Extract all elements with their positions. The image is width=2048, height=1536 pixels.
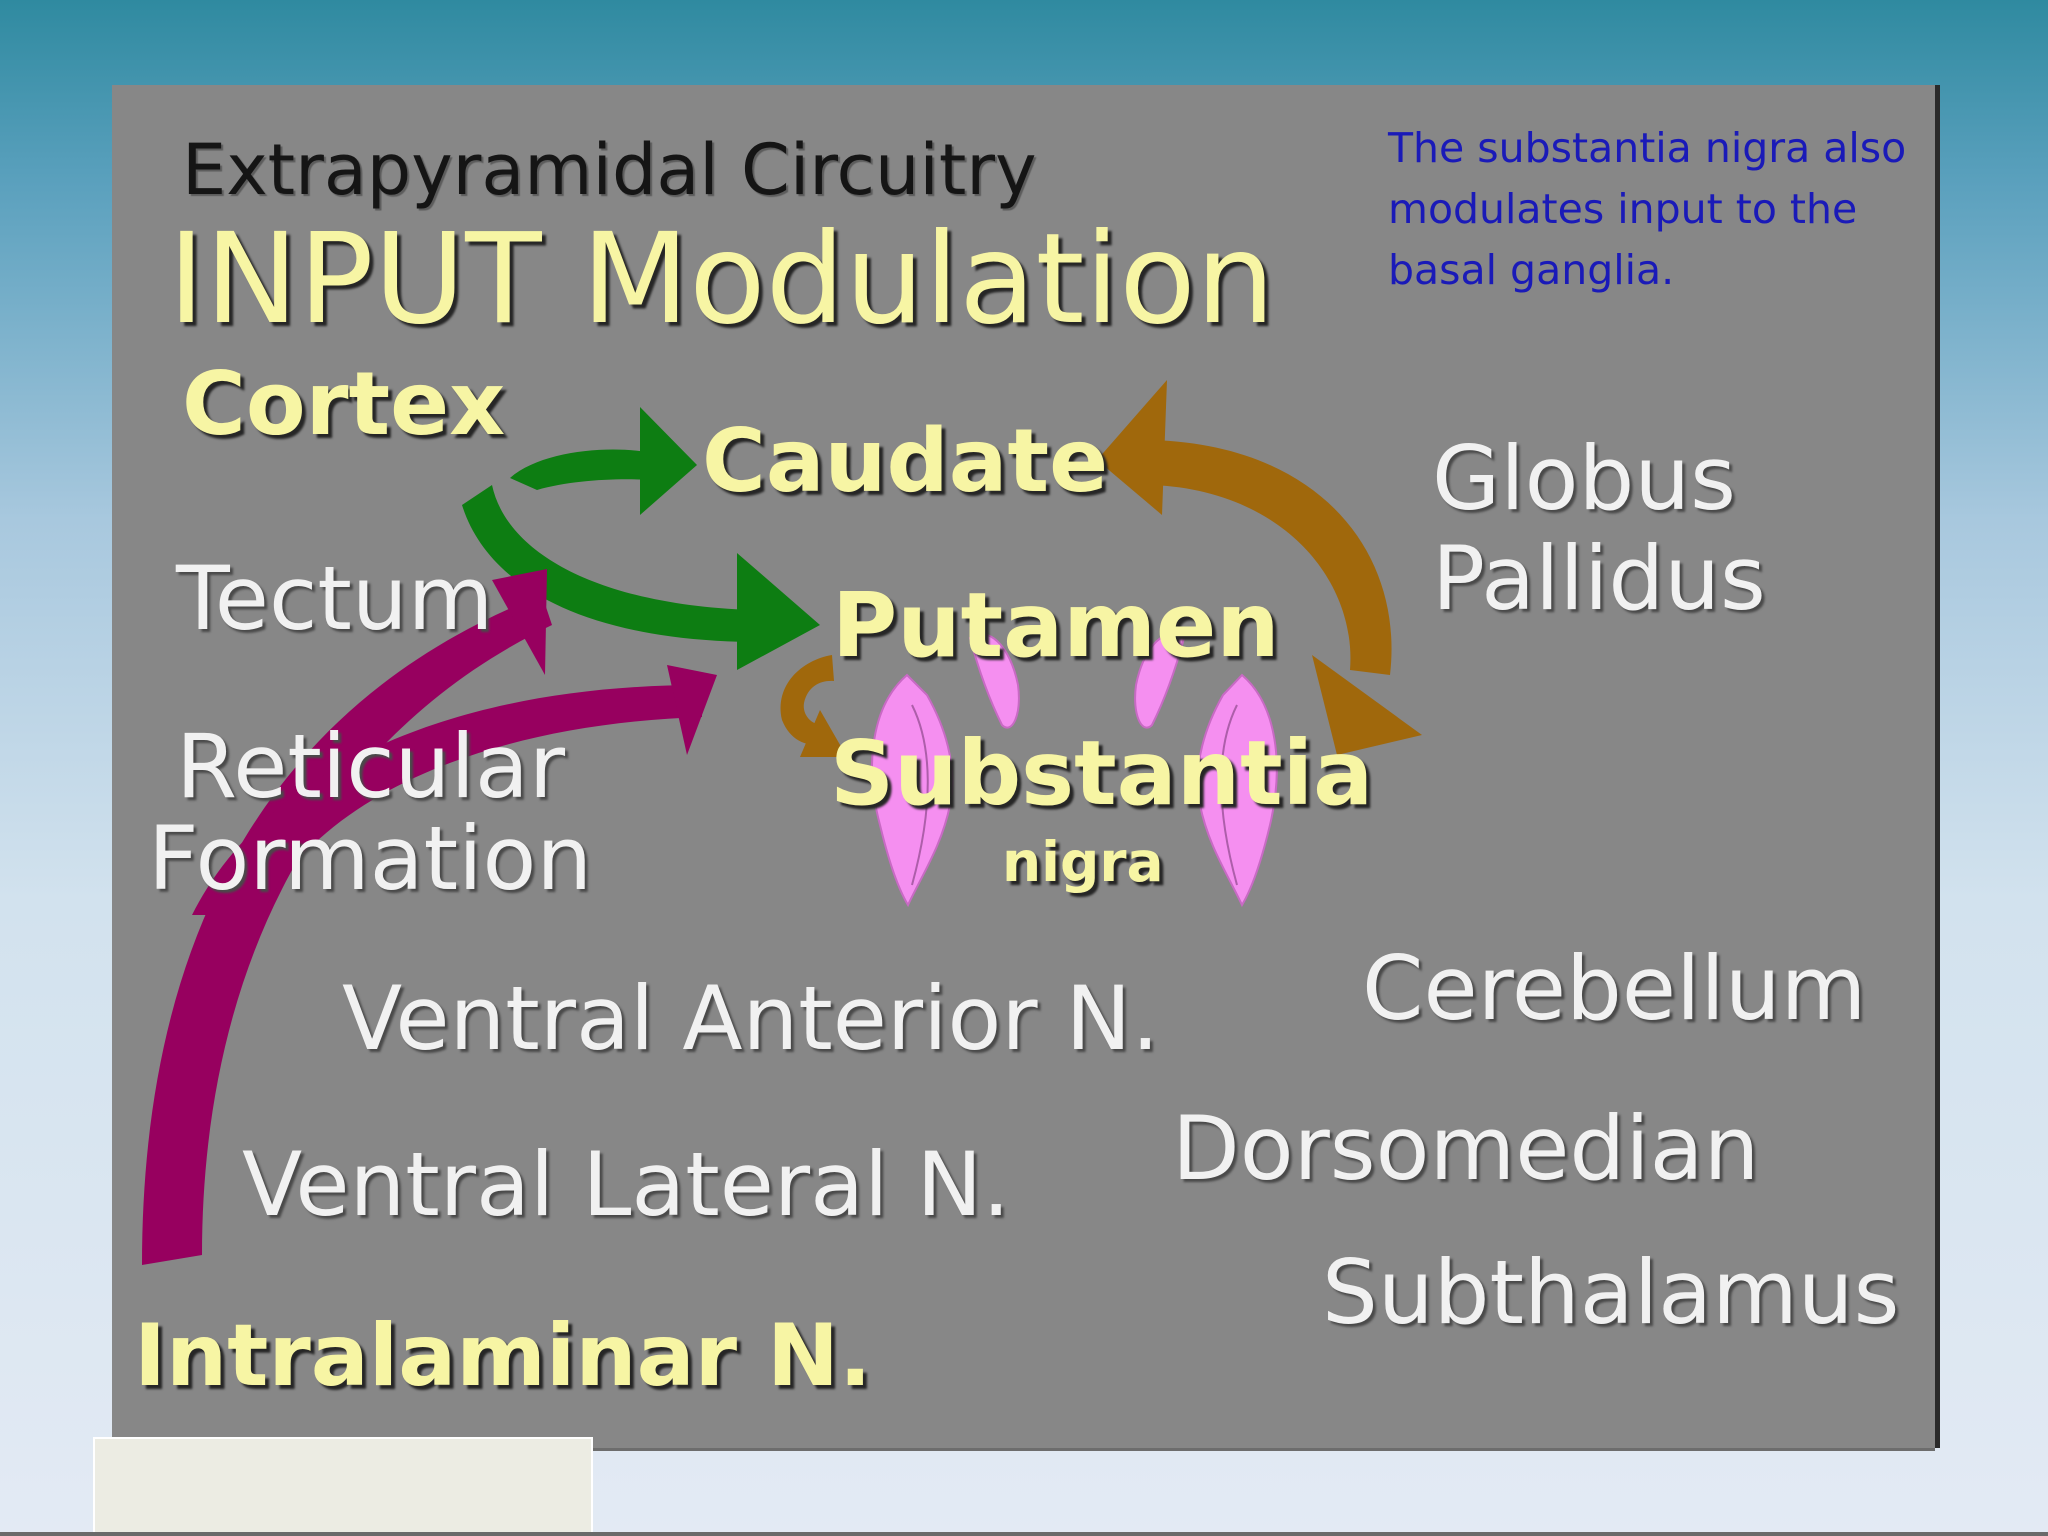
substantia-label: Substantia	[830, 721, 1374, 825]
figure-subtitle: INPUT Modulation	[168, 207, 1275, 352]
intralaminar-to-putamen-head	[667, 665, 717, 755]
ventral-lateral-label: Ventral Lateral N.	[242, 1133, 1011, 1236]
intralaminar-to-tectum-head	[492, 569, 547, 675]
dorsomedian-label: Dorsomedian	[1172, 1097, 1760, 1200]
putamen-to-nigra-head	[800, 710, 847, 757]
cortex-arrows	[462, 407, 820, 670]
globus-label: Globus	[1432, 427, 1736, 530]
ventral-anterior-label: Ventral Anterior N.	[342, 967, 1160, 1070]
pallidus-loop-head-bottom	[1312, 655, 1422, 755]
cortex-to-putamen-shaft	[462, 485, 752, 642]
intralaminar-to-tectum-shaft	[142, 595, 552, 1265]
nigra-shapes	[871, 633, 1278, 908]
cortex-to-putamen-head	[737, 553, 820, 670]
nigra-outlines	[911, 704, 1238, 886]
figure-title: Extrapyramidal Circuitry	[182, 129, 1037, 211]
nigra-right-lobe	[1196, 673, 1278, 908]
nigra-right-wing	[1134, 633, 1186, 729]
reticular-label: Reticular	[176, 715, 565, 818]
cortex-label: Cortex	[182, 353, 506, 455]
intralaminar-arrows	[142, 569, 717, 1265]
nigra-left-lobe	[871, 673, 954, 908]
intralaminar-to-putamen-shaft	[192, 685, 702, 915]
nigra-left-wing	[968, 633, 1020, 729]
caudate-label: Caudate	[702, 410, 1109, 512]
diagram-graphics	[142, 380, 1422, 1265]
formation-label: Formation	[148, 807, 593, 910]
pallidus-arrows	[780, 380, 1422, 757]
slide-bottom-border	[0, 1532, 2048, 1536]
nigra-label: nigra	[1002, 830, 1164, 894]
cortex-to-caudate-head	[640, 407, 697, 515]
footer-placeholder-box	[93, 1437, 593, 1536]
nigra-left-line	[911, 704, 929, 886]
diagram-panel: Extrapyramidal Circuitry INPUT Modulatio…	[112, 85, 1935, 1448]
pallidus-label: Pallidus	[1432, 527, 1766, 630]
putamen-label: Putamen	[832, 573, 1280, 677]
nigra-right-line	[1220, 704, 1238, 886]
subthalamus-label: Subthalamus	[1322, 1241, 1900, 1344]
cortex-to-caudate-shaft	[510, 449, 652, 490]
cerebellum-label: Cerebellum	[1362, 937, 1867, 1040]
slide-note-text: The substantia nigra also modulates inpu…	[1388, 124, 1907, 294]
intralaminar-label: Intralaminar N.	[134, 1306, 872, 1406]
pallidus-loop-shaft	[1152, 440, 1392, 675]
pallidus-loop-head-top	[1097, 380, 1167, 515]
tectum-label: Tectum	[176, 547, 494, 650]
putamen-to-nigra-shaft	[780, 655, 834, 746]
